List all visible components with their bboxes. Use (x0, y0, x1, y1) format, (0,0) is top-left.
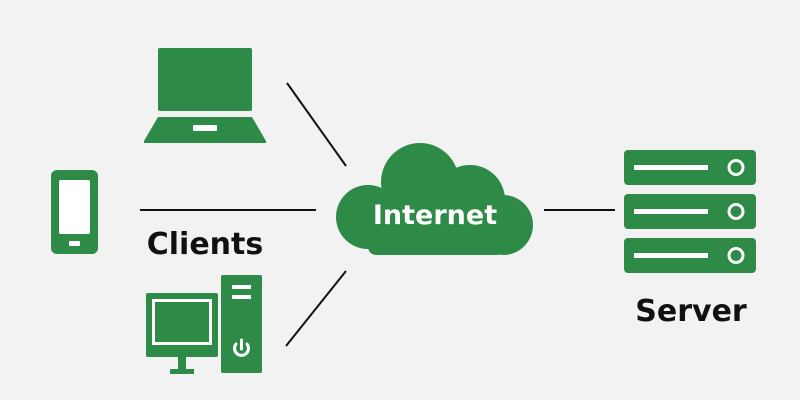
laptop-screen (158, 48, 252, 111)
monitor-stand-base (170, 369, 194, 374)
cloud-base (368, 205, 504, 255)
desktop-connector-line (285, 270, 347, 347)
tower-slot-2 (232, 295, 251, 299)
laptop-icon (144, 48, 266, 143)
phone-home-button (69, 241, 80, 246)
desktop-computer-icon (146, 275, 262, 374)
power-ring (233, 342, 250, 357)
laptop-connector-line (286, 82, 347, 167)
laptop-trackpad (193, 125, 217, 131)
smartphone-icon (51, 170, 98, 254)
monitor-display (155, 302, 209, 342)
server-unit-top (624, 150, 756, 185)
server-unit-middle (624, 194, 756, 229)
clients-label: Clients (147, 227, 263, 262)
cloud-label: Internet (373, 200, 497, 231)
power-icon (233, 338, 250, 357)
server-stack-icon (624, 150, 756, 273)
cloud-icon: Internet (336, 143, 533, 255)
phone-screen (59, 180, 90, 234)
monitor-stand (178, 357, 186, 369)
tower-case (221, 275, 262, 373)
server-unit-bottom (624, 238, 756, 273)
tower-slot-1 (232, 285, 251, 289)
server-label: Server (635, 294, 747, 329)
